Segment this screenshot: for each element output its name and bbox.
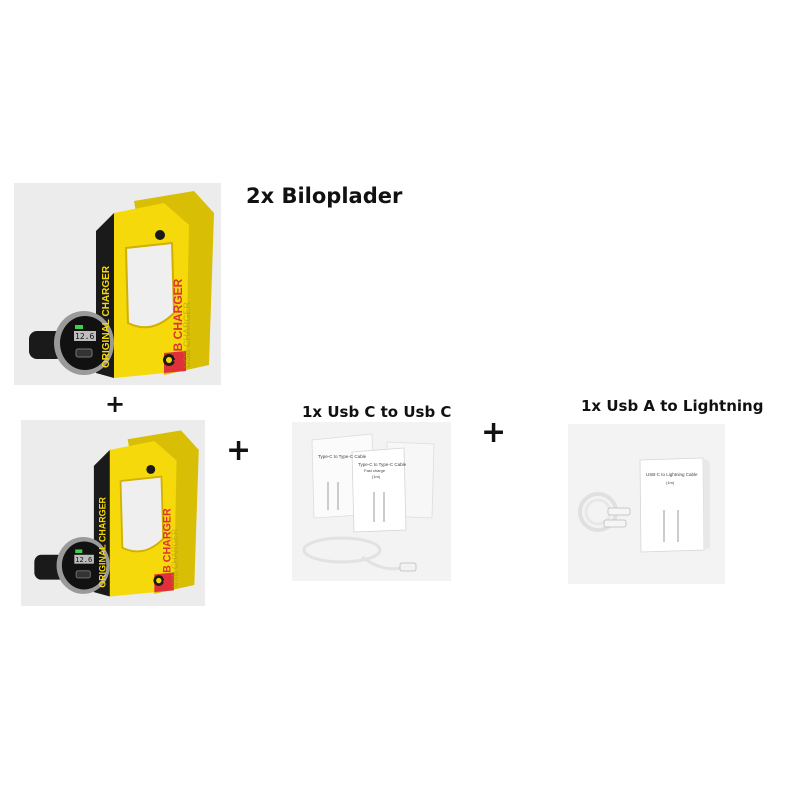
plus-icon: + (226, 433, 252, 468)
usbc-box-sub-label: Fast charge (364, 468, 386, 473)
plus-icon: + (105, 390, 126, 418)
usbc-box-len-label: (1m) (372, 474, 381, 479)
car-charger-photo-1: ORIGINAL CHARGER USB CHARGER USB CHARGER… (14, 183, 221, 385)
box-side-text: ORIGINAL CHARGER (97, 497, 107, 588)
box-front-text: USB CHARGER (171, 278, 185, 368)
heading-usbc-cable: 1x Usb C to Usb C (302, 403, 452, 421)
heading-lightning-cable: 1x Usb A to Lightning (581, 397, 764, 415)
lightning-cable-photo: USB-C to Lightning Cable (1m) (568, 424, 725, 584)
box-front-reflection: USB CHARGER (170, 529, 179, 588)
lightning-box-len-label: (1m) (666, 480, 675, 485)
usbc-box-back-label: Type-C to Type-C Cable (318, 454, 367, 459)
usbc-box-label: Type-C to Type-C Cable (358, 462, 407, 467)
car-charger-photo-2: ORIGINAL CHARGER USB CHARGER USB CHARGER… (21, 420, 205, 606)
box-side-text: ORIGINAL CHARGER (101, 265, 112, 368)
box-front-reflection: USB CHARGER (182, 301, 192, 368)
plus-icon: + (481, 415, 507, 450)
charger-display-value: 12.6 (75, 555, 92, 564)
lightning-box-label: USB-C to Lightning Cable (646, 472, 698, 477)
charger-display-value: 12.6 (75, 332, 94, 341)
box-front-text: USB CHARGER (161, 508, 173, 588)
heading-car-charger: 2x Biloplader (246, 184, 403, 208)
usbc-cable-photo: Type-C to Type-C Cable Type-C to Type-C … (292, 422, 451, 581)
